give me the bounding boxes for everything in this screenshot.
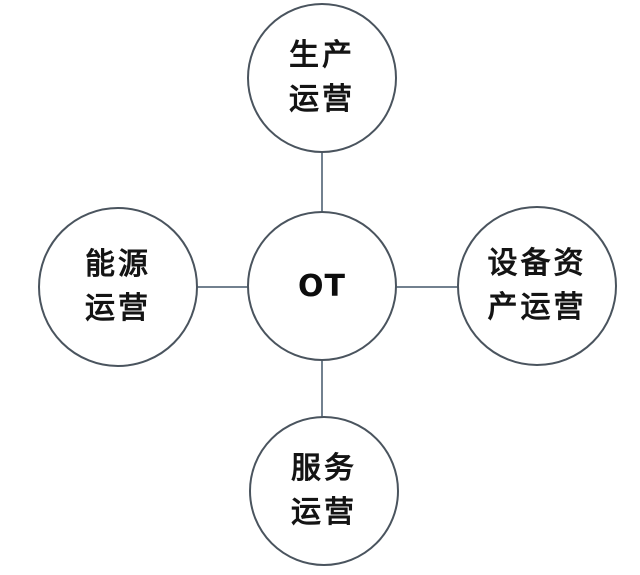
- node-label: 生产 运营: [289, 34, 355, 122]
- node-label: 设备资 产运营: [488, 242, 587, 330]
- node-label-line: 运营: [289, 82, 355, 117]
- node-production-operations: 生产 运营: [247, 3, 397, 153]
- node-label-line: 运营: [291, 495, 357, 530]
- node-label-line: 生产: [289, 38, 355, 73]
- node-label: 能源 运营: [85, 243, 151, 331]
- node-energy-operations: 能源 运营: [38, 207, 198, 367]
- node-label-line: 能源: [85, 247, 151, 282]
- node-label-line: 服务: [291, 451, 357, 486]
- node-label-line: 设备资: [487, 246, 587, 281]
- ot-hub-label: OT: [298, 268, 346, 304]
- node-label-line: 产运营: [487, 290, 587, 325]
- node-ot-hub: OT: [247, 211, 397, 361]
- node-equipment-asset-operations: 设备资 产运营: [457, 206, 617, 366]
- node-service-operations: 服务 运营: [249, 416, 399, 566]
- node-label-line: 运营: [85, 291, 151, 326]
- node-label: 服务 运营: [291, 447, 357, 535]
